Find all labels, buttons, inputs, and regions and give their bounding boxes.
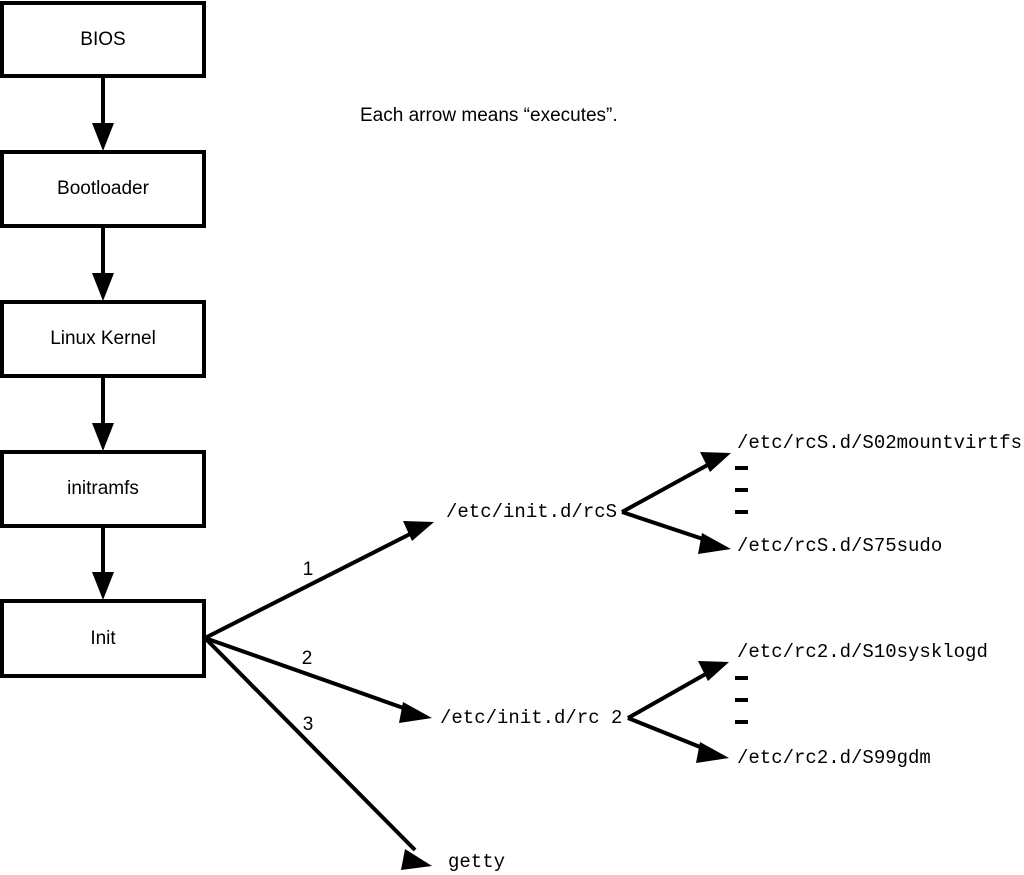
- rcs-fanout-lower-arrow: [621, 510, 731, 554]
- arrow-kernel-to-initramfs: [92, 376, 114, 451]
- rcs-fanout-upper-arrow: [621, 452, 731, 514]
- bios-box-label: BIOS: [80, 29, 125, 50]
- branch-2-init-to-rc2: 2: [204, 636, 432, 723]
- arrow-bios-to-bootloader: [92, 76, 114, 151]
- arrowhead-initramfs-to-init: [92, 572, 114, 600]
- diagram-caption: Each arrow means “executes”.: [360, 105, 618, 126]
- stage-box-init: Init: [0, 599, 206, 678]
- bootloader-box-label: Bootloader: [57, 178, 150, 199]
- arrowhead-rcs-upper: [700, 452, 731, 472]
- rc2-script-last-label: /etc/rc2.d/S99gdm: [737, 747, 931, 769]
- rcs-ellipsis: [735, 466, 748, 514]
- branch-target-getty-label: getty: [448, 851, 505, 873]
- arrowhead-bootloader-to-kernel: [92, 273, 114, 301]
- kernel-box-label: Linux Kernel: [50, 328, 156, 349]
- arrowhead-kernel-to-initramfs: [92, 423, 114, 451]
- branch-3-number: 3: [303, 714, 314, 735]
- arrowhead-branch-3: [401, 849, 432, 870]
- rc2-script-first-label: /etc/rc2.d/S10sysklogd: [737, 641, 988, 663]
- rc2-ellipsis: [735, 676, 748, 724]
- arrowhead-rc2-upper: [698, 661, 729, 681]
- branch-target-rcs-label: /etc/init.d/rcS: [446, 501, 617, 523]
- arrowhead-rc2-lower: [696, 742, 729, 763]
- arrowhead-rcs-lower: [698, 533, 731, 554]
- rc2-fanout-lower-arrow: [627, 716, 729, 763]
- init-box-rect: [0, 599, 206, 678]
- rcs-script-first-label: /etc/rcS.d/S02mountvirtfs: [737, 432, 1022, 454]
- stage-box-kernel: Linux Kernel: [0, 300, 206, 378]
- initramfs-box-label: initramfs: [67, 478, 139, 499]
- arrowhead-bios-to-bootloader: [92, 123, 114, 151]
- arrowhead-branch-2: [399, 702, 432, 723]
- branch-3-init-to-getty: 3: [203, 636, 432, 870]
- branch-2-number: 2: [302, 648, 313, 669]
- branch-1-number: 1: [303, 559, 314, 580]
- branch-target-rc2-label: /etc/init.d/rc 2: [440, 707, 622, 729]
- arrow-initramfs-to-init: [92, 526, 114, 600]
- initramfs-box-rect: [0, 450, 206, 528]
- bios-box-rect: [0, 1, 206, 78]
- rc2-fanout-upper-arrow: [627, 661, 729, 720]
- stage-box-bootloader: Bootloader: [0, 150, 206, 228]
- branch-1-init-to-rcs: 1: [204, 521, 434, 640]
- stage-box-bios: BIOS: [0, 1, 206, 78]
- stage-box-initramfs: initramfs: [0, 450, 206, 528]
- init-box-label: Init: [90, 628, 116, 649]
- arrowhead-branch-1: [403, 521, 434, 541]
- rcs-script-last-label: /etc/rcS.d/S75sudo: [737, 535, 942, 557]
- arrow-bootloader-to-kernel: [92, 226, 114, 301]
